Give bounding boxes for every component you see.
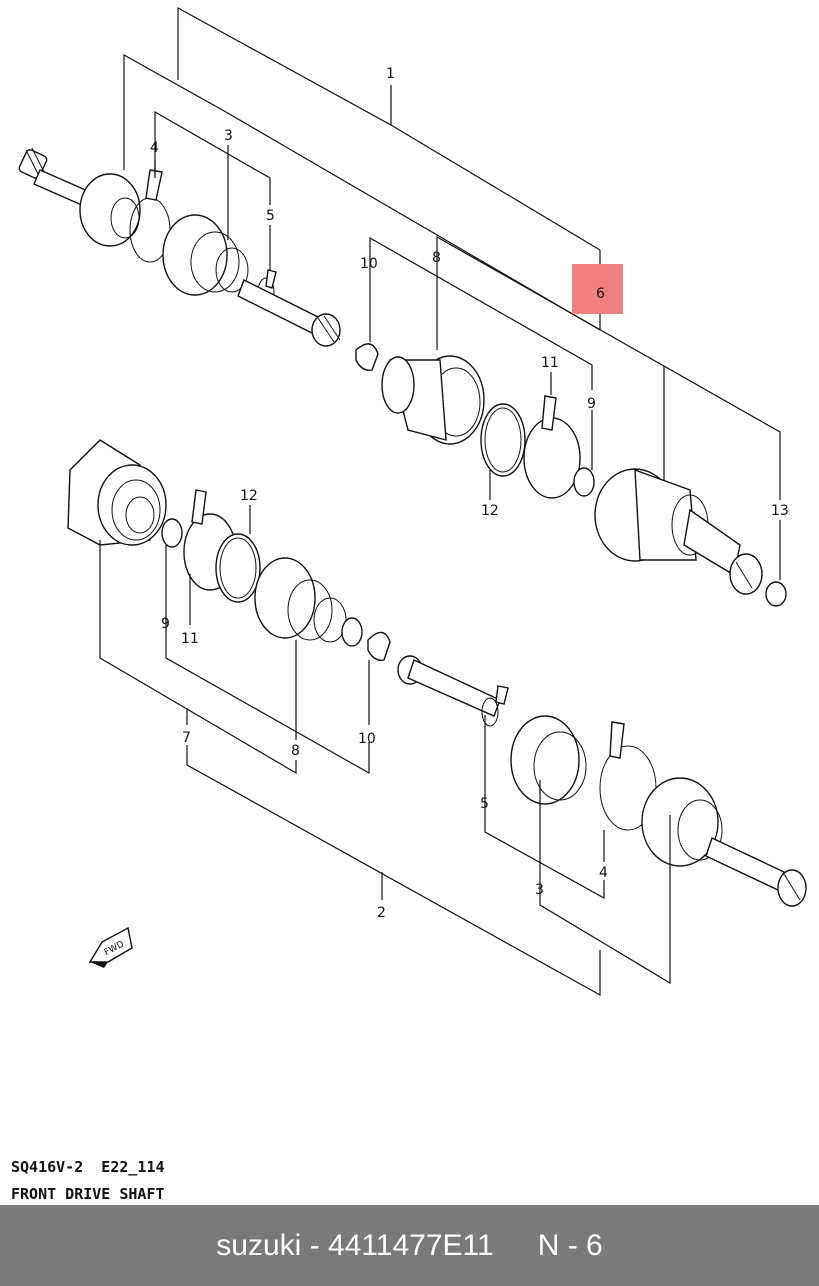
callout-10-lower: 10: [358, 731, 376, 747]
callout-labels: 1 3 4 5 6 10 8 11 9 12 13 12 9 11 7 8 10…: [150, 66, 789, 921]
callout-4-lower: 4: [599, 865, 608, 881]
callout-highlight-box: [572, 264, 623, 314]
callout-1: 1: [386, 66, 395, 82]
callout-3: 3: [224, 128, 233, 144]
leader-lines: [99, 6, 781, 997]
callout-5: 5: [266, 208, 275, 224]
callout-4: 4: [150, 140, 159, 156]
model-code: SQ416V-2 E22_114: [11, 1158, 165, 1176]
callout-13: 13: [771, 503, 789, 519]
callout-5-lower: 5: [480, 796, 489, 812]
callout-9-lower: 9: [161, 616, 170, 632]
footer-bar: suzuki - 4411477E11 N - 6: [0, 1205, 819, 1286]
callout-12-upper: 12: [481, 503, 499, 519]
callout-2: 2: [377, 905, 386, 921]
callout-8-lower: 8: [291, 743, 300, 759]
exploded-parts-diagram: 1 3 4 5 6 10 8 11 9 12 13 12 9 11 7 8 10…: [18, 6, 807, 997]
footer-part-number: 4411477E11: [327, 1228, 494, 1262]
callout-9-upper: 9: [587, 396, 596, 412]
callout-8-upper: 8: [432, 250, 441, 266]
forward-arrow-icon: FWD: [88, 926, 133, 968]
diagram-title: FRONT DRIVE SHAFT: [11, 1185, 165, 1203]
footer-brand: suzuki: [216, 1228, 302, 1262]
lower-shaft-assembly: [67, 439, 807, 907]
footer-separator: -: [301, 1228, 328, 1262]
callout-7: 7: [182, 730, 191, 746]
callout-3-lower: 3: [535, 882, 544, 898]
callout-10-upper: 10: [360, 256, 378, 272]
upper-shaft-assembly: [18, 147, 341, 347]
callout-6: 6: [596, 286, 605, 302]
callout-12-lower: 12: [240, 488, 258, 504]
inner-joint-parts: [355, 343, 787, 607]
footer-position: N - 6: [537, 1228, 603, 1262]
callout-11-lower: 11: [181, 631, 199, 647]
callout-11-upper: 11: [541, 355, 559, 371]
